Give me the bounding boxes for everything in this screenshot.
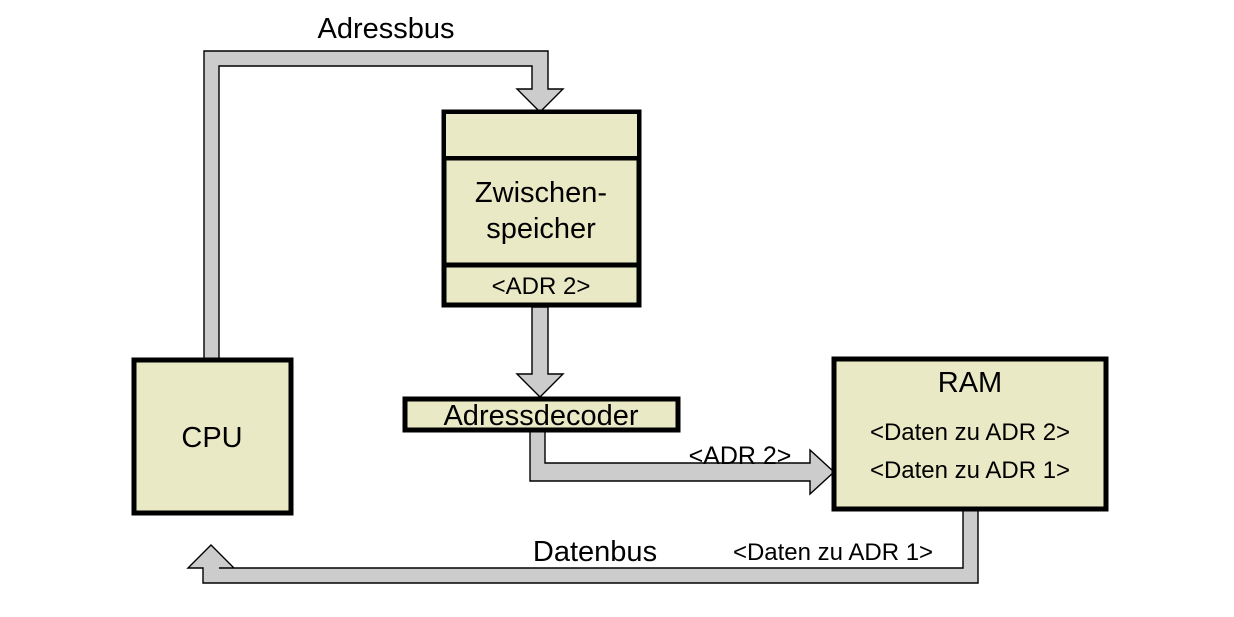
ram-cell-adr1: <Daten zu ADR 1>: [870, 457, 1070, 484]
ram-box[interactable]: [831, 356, 1109, 512]
decoder-label: Adressdecoder: [443, 400, 638, 432]
buffer-label-line1: Zwischen-: [475, 177, 607, 209]
cpu-label: CPU: [181, 422, 242, 454]
address-bus-label: Adressbus: [317, 13, 454, 45]
data-bus-payload-label: <Daten zu ADR 1>: [733, 539, 933, 566]
node-adressdecoder[interactable]: Adressdecoder: [402, 396, 681, 433]
decoder-box[interactable]: [402, 396, 681, 433]
cpu-box[interactable]: [131, 357, 294, 516]
decoder-to-ram-arrow: [529, 429, 836, 496]
buffer-to-decoder-arrow: [515, 306, 565, 398]
buffer-value-adr2: <ADR 2>: [492, 273, 591, 300]
buffer-label-line2: speicher: [486, 213, 596, 245]
ram-cell-adr2: <Daten zu ADR 2>: [870, 419, 1070, 446]
node-cpu[interactable]: CPU: [131, 357, 294, 516]
node-ram[interactable]: RAM <Daten zu ADR 2> <Daten zu ADR 1>: [831, 356, 1109, 512]
address-bus-path: [203, 50, 565, 366]
data-bus-path: [186, 507, 979, 584]
data-bus-label: Datenbus: [533, 536, 657, 568]
buffer-empty-slot: [446, 114, 637, 156]
node-zwischenspeicher[interactable]: Zwischen- speicher <ADR 2>: [441, 109, 642, 308]
ram-title-label: RAM: [938, 367, 1002, 399]
decoder-to-ram-label: <ADR 2>: [689, 442, 792, 470]
